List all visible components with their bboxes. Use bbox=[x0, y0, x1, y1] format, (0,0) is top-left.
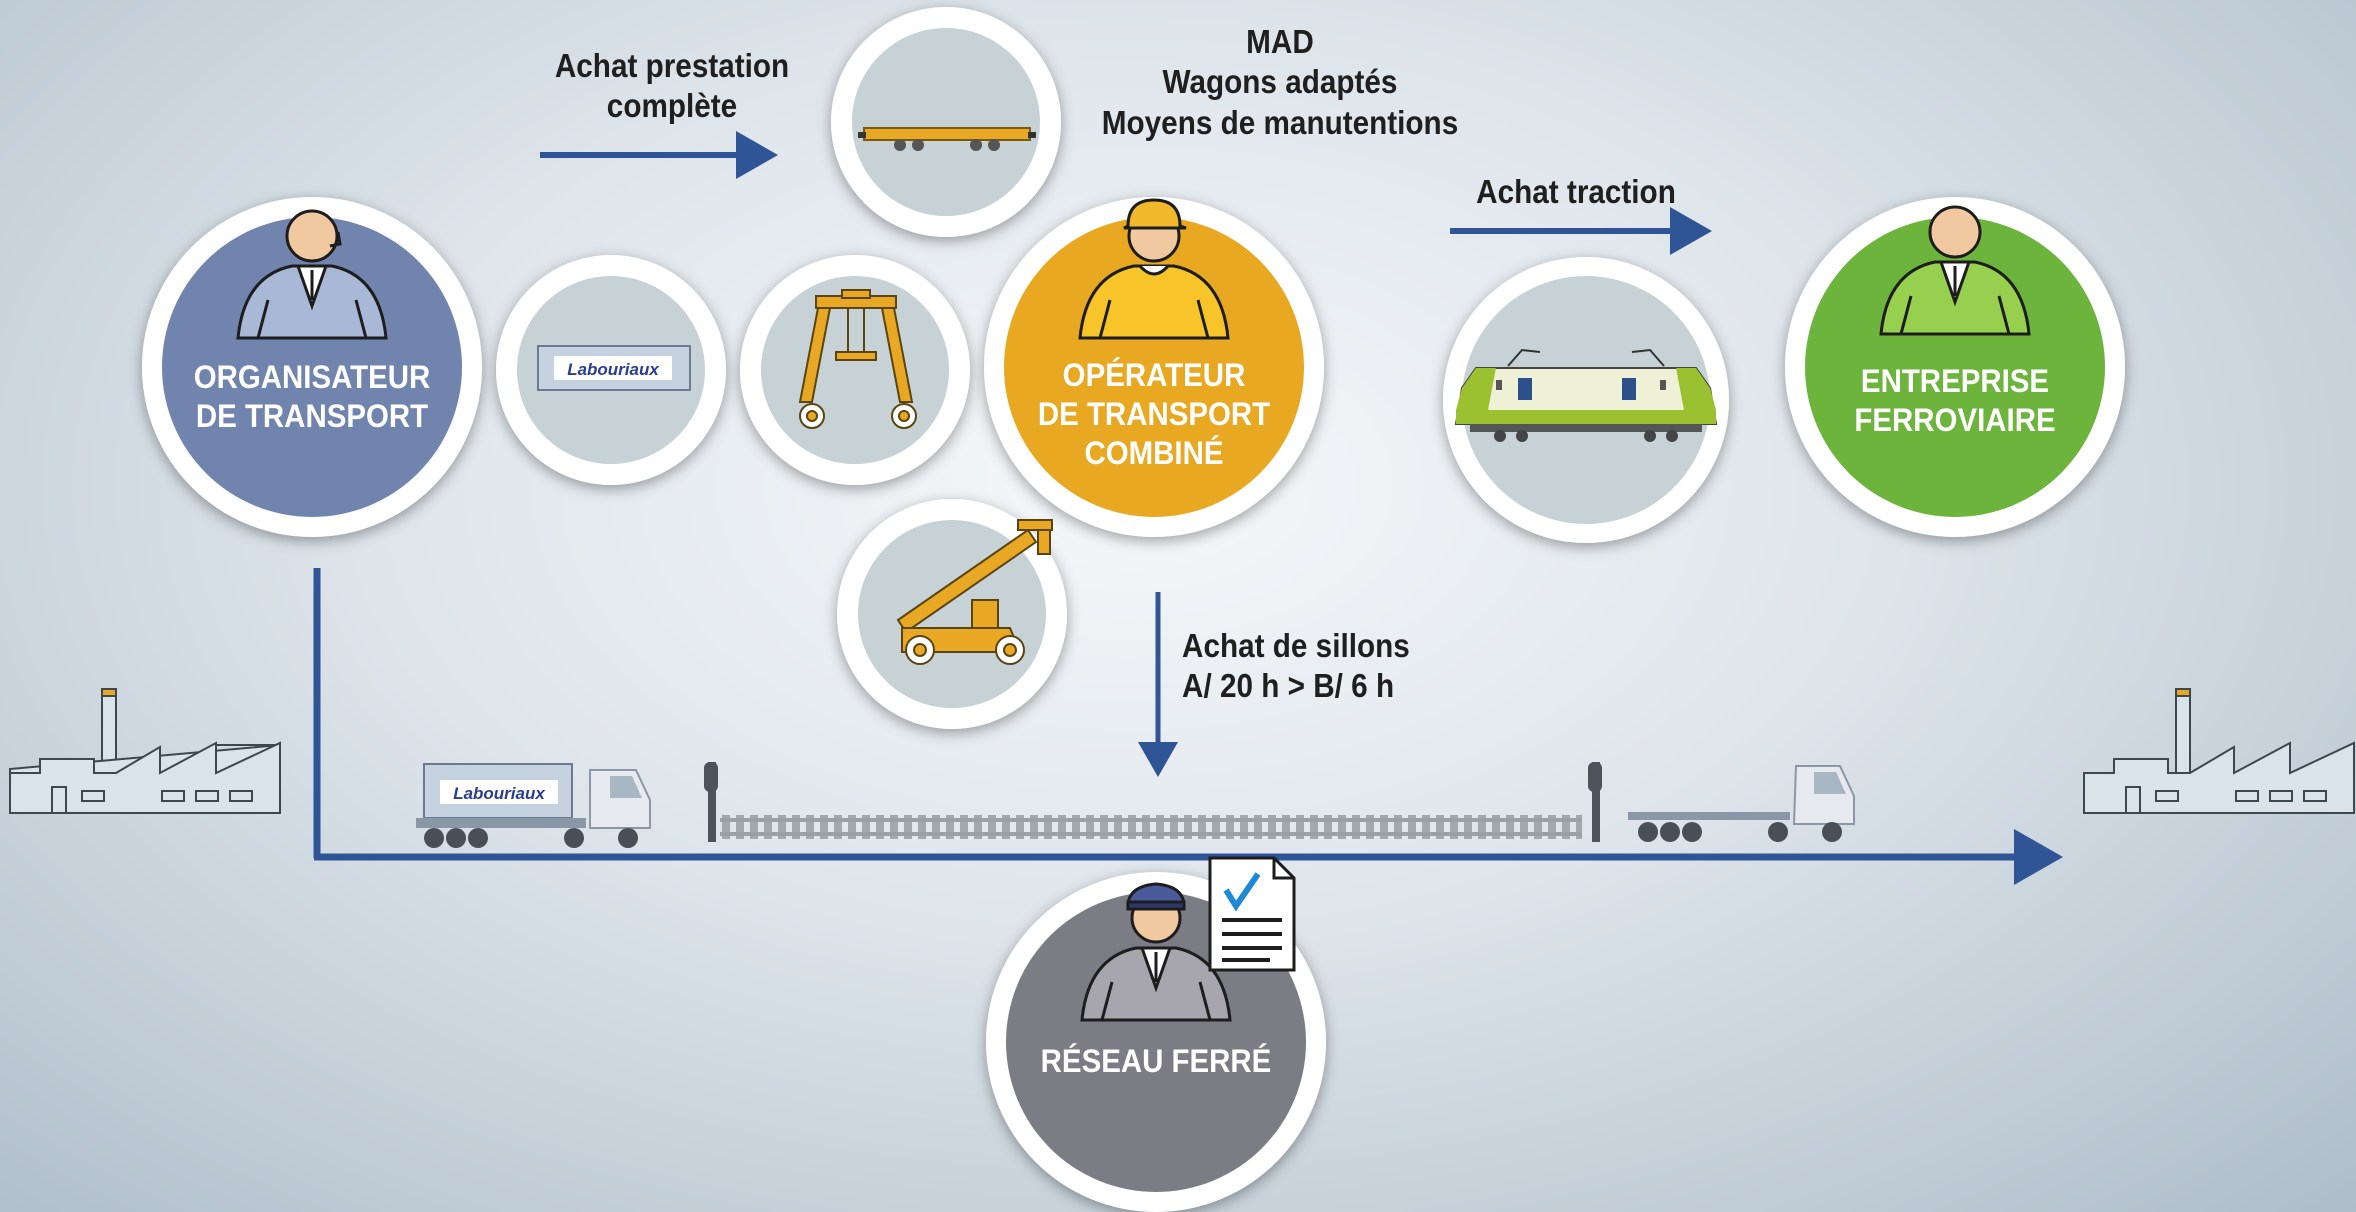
reach-stacker-icon bbox=[896, 519, 1053, 665]
achat-prestation-label: Achat prestation complète bbox=[537, 46, 807, 127]
operateur-label-line3: COMBINÉ bbox=[1084, 435, 1224, 472]
worker-helmet-icon bbox=[1078, 198, 1230, 340]
organisateur-label: ORGANISATEUR DE TRANSPORT bbox=[192, 358, 431, 436]
entreprise-label-line1: ENTREPRISE bbox=[1860, 363, 2050, 399]
achat-sillons-line2: A/ 20 h > B/ 6 h bbox=[1182, 667, 1395, 705]
reach-stacker-circle bbox=[837, 499, 1067, 729]
document-check-icon bbox=[1208, 856, 1296, 972]
truck-with-container: Labouriaux bbox=[416, 763, 651, 848]
factory-icon bbox=[9, 688, 281, 814]
operateur-label-line1: OPÉRATEUR bbox=[1062, 357, 1246, 393]
rail-track bbox=[720, 815, 1582, 839]
mad-label: MAD Wagons adaptés Moyens de manutention… bbox=[1082, 22, 1478, 143]
achat-sillons-label: Achat de sillons A/ 20 h > B/ 6 h bbox=[1182, 626, 1416, 707]
signal-post-left bbox=[704, 762, 718, 842]
container-brand-text: Labouriaux bbox=[567, 360, 660, 379]
reseau-label-line1: RÉSEAU FERRÉ bbox=[1040, 1043, 1272, 1079]
organisateur-label-line2: DE TRANSPORT bbox=[195, 398, 429, 435]
mad-line1: MAD bbox=[1246, 23, 1314, 60]
operateur-circle bbox=[984, 197, 1324, 537]
achat-prestation-line1: Achat prestation bbox=[554, 47, 790, 84]
person-icon bbox=[1879, 205, 2031, 336]
organisateur-label-line1: ORGANISATEUR bbox=[193, 359, 431, 395]
signal-post-right bbox=[1588, 762, 1602, 842]
achat-prestation-line2: complète bbox=[606, 87, 738, 125]
conductor-cap-icon bbox=[1080, 882, 1232, 1022]
achat-traction-line1: Achat traction bbox=[1476, 173, 1676, 210]
entreprise-circle bbox=[1785, 197, 2125, 537]
achat-traction-label: Achat traction bbox=[1454, 172, 1699, 212]
truck-empty-trailer bbox=[1628, 765, 1855, 842]
operateur-label: OPÉRATEUR DE TRANSPORT COMBINÉ bbox=[1034, 356, 1273, 473]
factory-icon bbox=[2083, 688, 2355, 814]
mad-line3: Moyens de manutentions bbox=[1101, 103, 1459, 141]
container-brand-text: Labouriaux bbox=[453, 784, 546, 803]
organisateur-circle bbox=[142, 197, 482, 537]
wagon-circle bbox=[831, 7, 1061, 237]
achat-sillons-line1: Achat de sillons bbox=[1182, 627, 1410, 664]
reseau-label: RÉSEAU FERRÉ bbox=[1027, 1042, 1285, 1081]
locomotive-icon bbox=[1454, 348, 1718, 442]
flat-wagon-icon bbox=[858, 127, 1036, 151]
entreprise-label: ENTREPRISE FERROVIAIRE bbox=[1835, 362, 2074, 440]
operateur-label-line2: DE TRANSPORT bbox=[1037, 396, 1271, 433]
entreprise-label-line2: FERROVIAIRE bbox=[1854, 402, 2056, 439]
gantry-crane-icon bbox=[798, 289, 917, 429]
person-headset-icon bbox=[236, 209, 388, 340]
mad-line2: Wagons adaptés bbox=[1162, 63, 1398, 101]
container-icon: Labouriaux bbox=[537, 345, 691, 391]
